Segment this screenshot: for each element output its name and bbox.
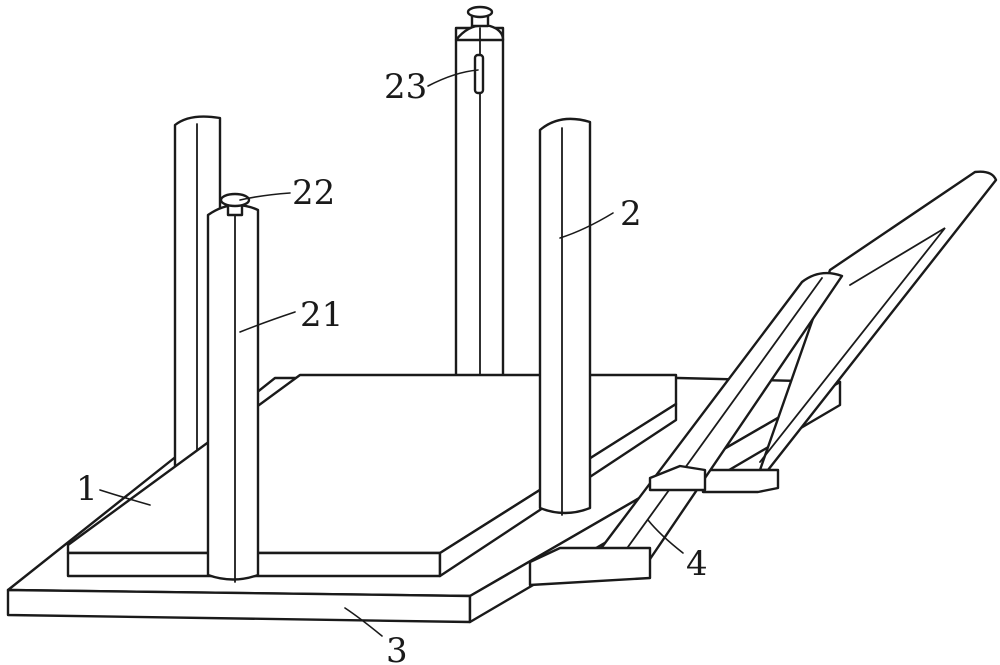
leader-lines [99,69,684,637]
label-1: 1 [76,469,98,509]
label-2: 2 [620,194,642,234]
label-22: 22 [292,173,335,213]
leader-4 [647,519,684,554]
label-23: 23 [384,67,427,107]
label-3: 3 [386,631,408,665]
leader-1 [99,489,151,506]
label-21: 21 [300,295,343,335]
front-post-2 [538,117,592,516]
back-post-23 [454,5,505,380]
leader-23 [427,69,479,87]
hinged-frame-4 [528,170,998,587]
label-4: 4 [686,544,708,584]
leader-2 [559,212,614,239]
leader-21 [239,311,296,333]
leader-22 [239,192,291,201]
front-post-21 [206,192,260,583]
leader-3 [344,607,383,637]
